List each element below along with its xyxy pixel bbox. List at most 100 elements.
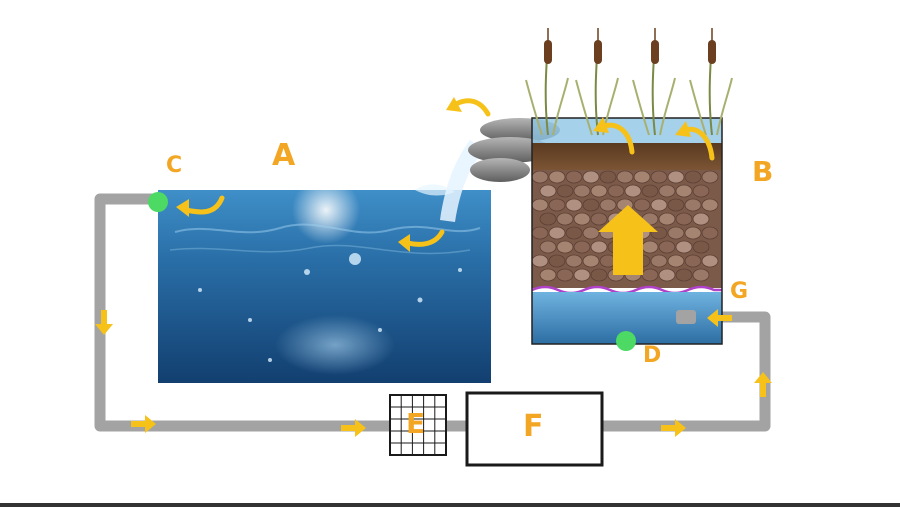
gravel-stone [531,198,549,212]
gravel-stone [658,184,676,198]
gravel-stone [565,254,583,268]
arrow-head [675,121,691,137]
gravel-stone [548,198,566,212]
flow-arrow-icon [398,229,445,252]
cattail-head [594,40,602,64]
gravel-stone [573,184,591,198]
pipe-left-return [94,193,396,432]
flow-arrow-icon [95,310,113,335]
arrow-shape [131,415,156,433]
gravel-stone [590,184,608,198]
cattail-icon [689,28,733,136]
gravel-stone [539,268,557,282]
cattails [525,28,733,136]
arrow-curve [183,195,225,215]
flow-arrow-icon [131,415,156,433]
cattail-leaf [575,79,593,136]
gravel-stone [556,212,574,226]
gravel-stone [675,184,693,198]
sunlight [292,176,360,244]
gravel-stone [667,198,685,212]
arrow-curve [453,98,491,117]
gravel-stone [607,184,625,198]
gravel-stone [539,240,557,254]
gravel-stone [548,226,566,240]
flow-arrow-icon [446,97,491,117]
gravel-stone [556,240,574,254]
gravel-stone [582,198,600,212]
gravel-stone [658,212,676,226]
bubble-icon [248,318,252,322]
cattail-head [544,40,552,64]
gravel-stone [531,226,549,240]
flow-arrow-icon [661,419,686,437]
bubble-icon [378,328,382,332]
gravel-stone [565,198,583,212]
gravel-stone [701,226,719,240]
marker-c [148,192,168,212]
label-b: B [752,155,774,188]
gravel-stone [599,170,617,184]
gravel-stone [667,226,685,240]
arrow-curve [683,126,715,161]
surface-ripples [174,223,481,234]
arrow-shape [95,310,113,335]
gravel-stone [667,254,685,268]
cattail-icon [632,28,676,136]
tank-b-soil-layer [532,143,722,170]
gravel-stone [692,184,710,198]
box-e-grid [390,395,446,455]
flow-arrow-icon [176,195,225,217]
label-d: D [643,343,662,368]
gravel-stone [641,184,659,198]
tank-b [525,28,733,345]
gravel-stone [573,268,591,282]
arrow-head [593,117,609,133]
cattail-head [651,40,659,64]
bubble-icon [198,288,202,292]
gravel-stone [641,268,659,282]
cattail-head [708,40,716,64]
flow-arrow-icon [593,117,635,155]
flow-arrow-icon [598,205,658,275]
gravel-stone [667,170,685,184]
gravel-stone [548,170,566,184]
gravel-stone [624,184,642,198]
cattail-leaf [659,77,676,136]
gravel-stone [658,268,676,282]
tank-a [158,176,491,383]
gravel-stone [616,170,634,184]
inlet-pipe-g [676,310,696,324]
box-e-bg [389,394,447,456]
arrow-shape [707,309,732,327]
cattail-leaf [716,77,733,136]
arrow-curve [405,229,445,247]
gravel-stone [590,240,608,254]
gravel-stone [582,226,600,240]
gravel-stone [692,212,710,226]
arrow-head [176,199,189,217]
gravel-stone [684,226,702,240]
bubbles [198,253,462,362]
gravel-stone [684,170,702,184]
gravel-stone [582,170,600,184]
gravel-stone [531,254,549,268]
label-g: G [730,279,749,304]
arrow-head [446,97,462,112]
cattail-leaf [552,77,569,136]
light-glow [275,315,395,375]
gravel-stone [633,198,651,212]
box-e [389,394,447,456]
flow-arrow-icon [675,121,715,161]
gravel-stone [556,184,574,198]
gravel-stone [675,212,693,226]
gravel-stone [650,198,668,212]
gravel-stone [692,268,710,282]
flow-arrow-icon [341,419,366,437]
gravel-stone [692,240,710,254]
cattail-leaf [525,79,543,136]
label-e: E [406,407,426,440]
marker-d [616,331,636,351]
gravel-stone [675,240,693,254]
